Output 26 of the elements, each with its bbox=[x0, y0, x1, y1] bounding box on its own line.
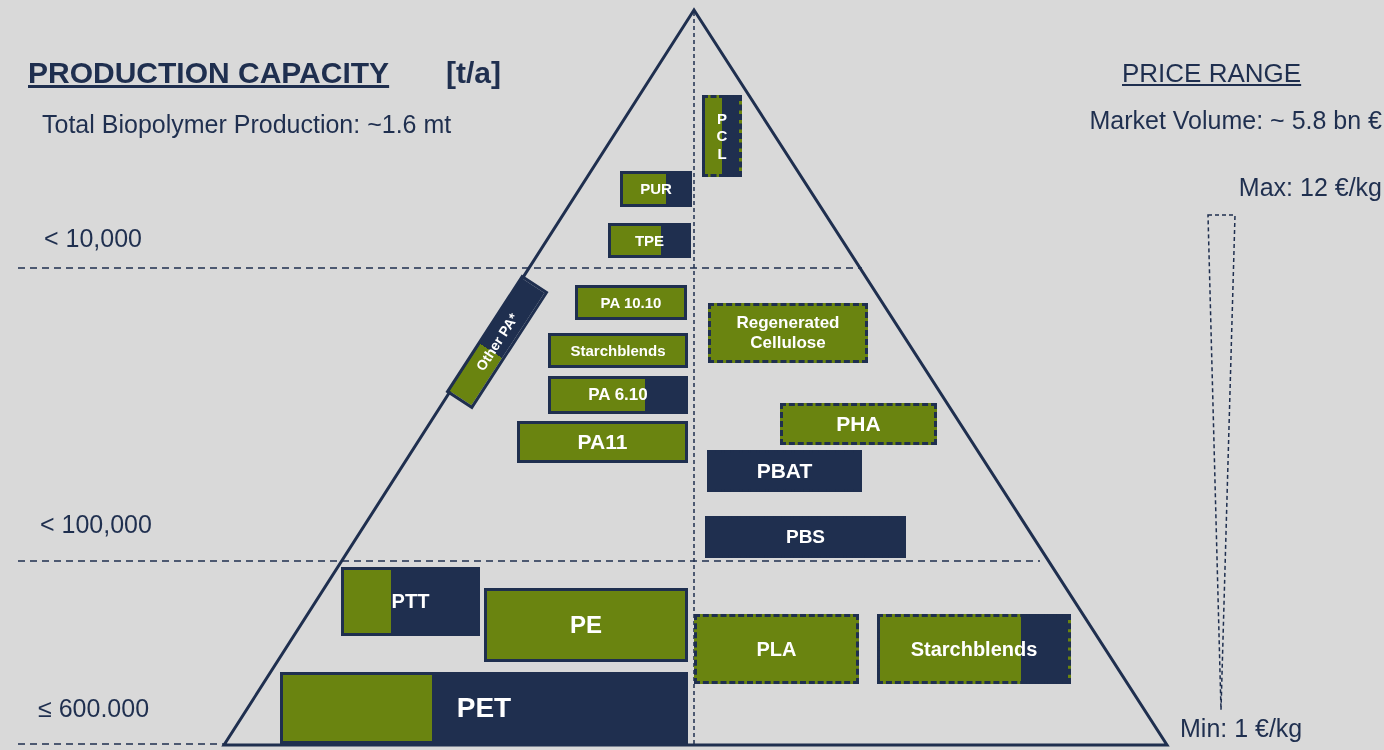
heading: PRICE RANGE bbox=[1122, 58, 1302, 89]
capacity-bar: PET bbox=[280, 672, 688, 744]
capacity-bar: PA 10.10 bbox=[575, 285, 687, 320]
capacity-bar: PBAT bbox=[707, 450, 862, 492]
capacity-bar: PE bbox=[484, 588, 688, 662]
capacity-bar: TPE bbox=[608, 223, 691, 258]
capacity-bar: PHA bbox=[780, 403, 937, 445]
unit-label: [t/a] bbox=[446, 56, 501, 90]
capacity-bar: P C L bbox=[702, 95, 742, 177]
capacity-bar: PA 6.10 bbox=[548, 376, 688, 414]
heading: PRODUCTION CAPACITY bbox=[28, 56, 390, 90]
capacity-threshold: < 100,000 bbox=[40, 510, 152, 539]
price-label: Max: 12 €/kg bbox=[1238, 173, 1382, 202]
capacity-bar: PTT bbox=[341, 567, 480, 636]
subheading: Market Volume: ~ 5.8 bn € bbox=[1089, 106, 1382, 135]
capacity-bar: PLA bbox=[694, 614, 859, 684]
capacity-bar: Regenerated Cellulose bbox=[708, 303, 868, 363]
capacity-threshold: < 10,000 bbox=[44, 224, 142, 253]
capacity-bar: Starchblends bbox=[877, 614, 1071, 684]
capacity-bar: PUR bbox=[620, 171, 692, 207]
subheading: Total Biopolymer Production: ~1.6 mt bbox=[42, 110, 452, 139]
capacity-bar: PA11 bbox=[517, 421, 688, 463]
capacity-bar: Starchblends bbox=[548, 333, 688, 368]
capacity-bar: PBS bbox=[705, 516, 906, 558]
capacity-threshold: ≤ 600.000 bbox=[38, 694, 150, 723]
price-label: Min: 1 €/kg bbox=[1180, 714, 1303, 743]
